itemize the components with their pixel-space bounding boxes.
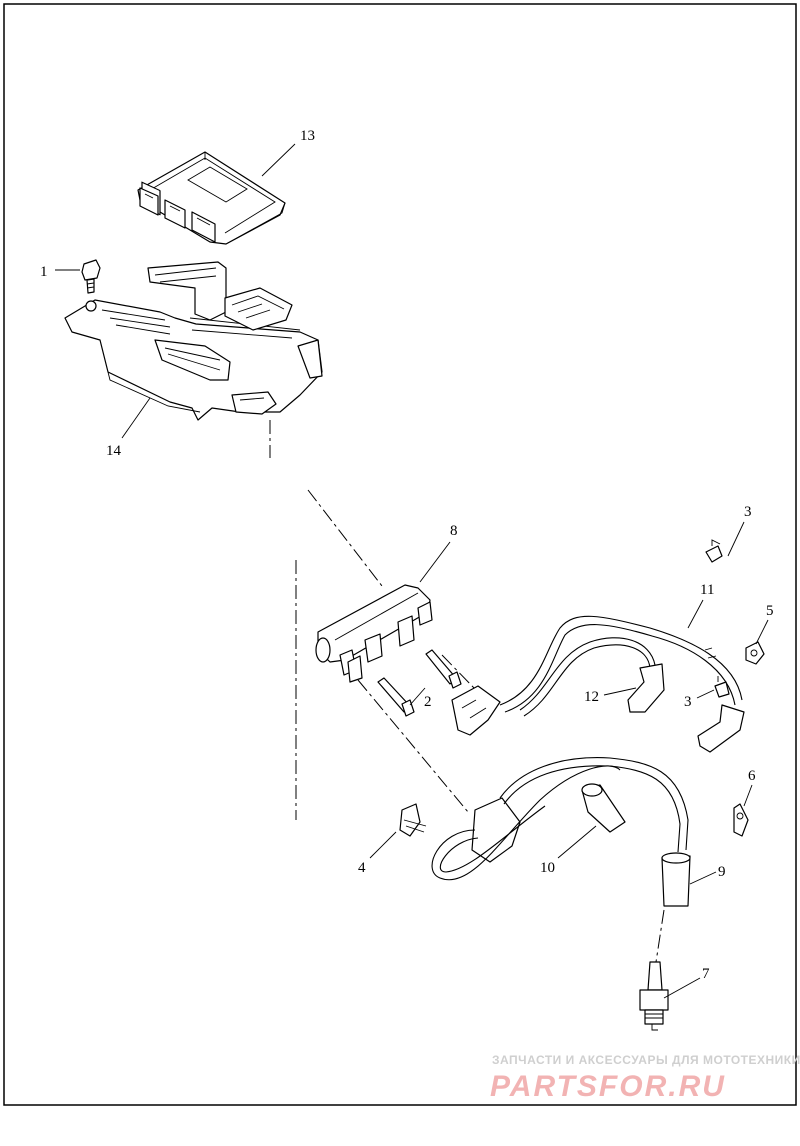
watermark: ЗАПЧАСТИ И АКСЕССУАРЫ ДЛЯ МОТОТЕХНИКИ PA… [490, 1053, 800, 1103]
spark-plug [639, 961, 669, 1031]
coil-screws [377, 649, 462, 717]
callout-5: 5 [766, 603, 774, 619]
callout-10: 10 [540, 860, 555, 876]
callout-14: 14 [106, 443, 122, 459]
callout-2: 2 [424, 694, 432, 710]
callout-7: 7 [702, 966, 710, 982]
leader-lines [55, 143, 769, 999]
electrical-caddy [64, 261, 323, 421]
ecm-module [137, 151, 286, 245]
rear-spark-plug-wire [431, 757, 689, 881]
watermark-logo: PARTSFOR.RU [490, 1070, 726, 1103]
callout-3-lower: 3 [684, 694, 692, 710]
cable-clip [745, 641, 765, 665]
assembly-lines [269, 420, 665, 963]
ignition-coil [315, 584, 433, 683]
bolt [81, 259, 101, 294]
callout-13: 13 [300, 128, 315, 144]
callout-4: 4 [358, 860, 366, 876]
callout-9: 9 [718, 864, 726, 880]
callout-11: 11 [700, 582, 714, 598]
wire-clip-upper [705, 539, 723, 563]
wire-retainer [733, 803, 749, 837]
p-clip [399, 803, 427, 837]
callout-1: 1 [40, 264, 48, 280]
wire-clip-lower [714, 676, 730, 698]
callout-3-upper: 3 [744, 504, 752, 520]
callout-12: 12 [584, 689, 599, 705]
diagram-frame [3, 3, 797, 1106]
spark-plug-wire-set [451, 615, 745, 753]
callout-6: 6 [748, 768, 756, 784]
spark-plug-boot [661, 852, 691, 907]
callout-labels: 13 1 14 8 3 11 5 2 12 3 6 4 10 9 7 [40, 128, 774, 982]
callout-8: 8 [450, 523, 458, 539]
watermark-tagline: ЗАПЧАСТИ И АКСЕССУАРЫ ДЛЯ МОТОТЕХНИКИ [492, 1053, 800, 1067]
